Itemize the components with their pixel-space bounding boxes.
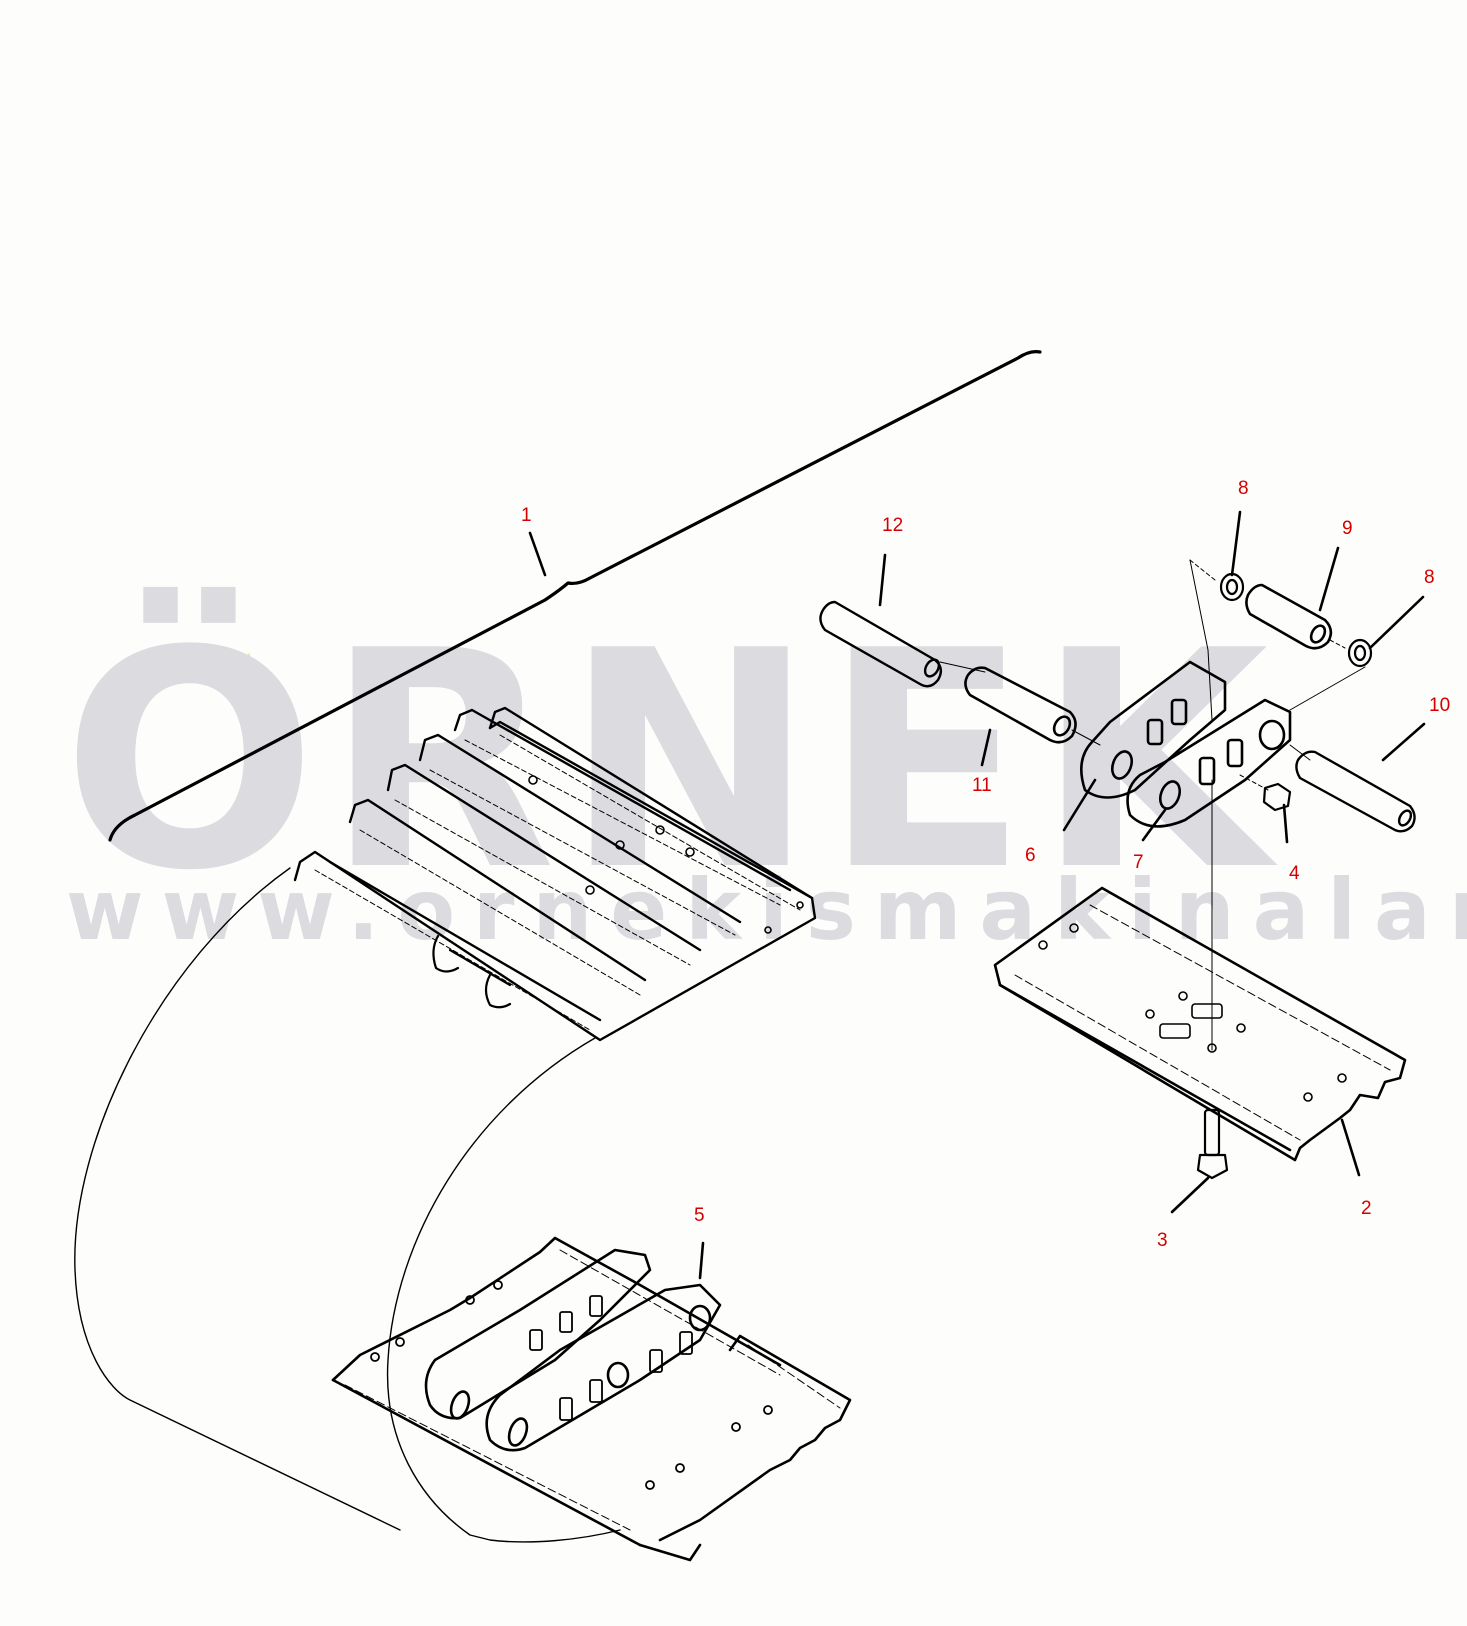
pin-right [1295,750,1416,833]
callout-12[interactable]: 12 [882,515,904,536]
pin-left [819,600,943,688]
watermark-url: www.ornekismakinalari.com.tr [66,861,1467,959]
link-right [1126,698,1292,828]
seal-right [1347,638,1373,668]
seal-upper [1219,572,1245,602]
shoe-group-upper-left [293,706,817,1042]
track-shoe [993,886,1407,1162]
callout-7[interactable]: 7 [1133,852,1144,873]
callout-2[interactable]: 2 [1361,1198,1372,1219]
chain-link-assembly [331,1236,852,1562]
shoe-bolt [1196,1108,1229,1180]
callout-9[interactable]: 9 [1342,518,1353,539]
watermark-brand: ÖRNEK [62,587,1277,936]
callout-5[interactable]: 5 [694,1205,705,1226]
callout-8-upper[interactable]: 8 [1238,478,1249,499]
track-assembly-bracket [108,350,1042,842]
leader-lines [528,510,1426,1280]
bushing [1245,583,1333,650]
callout-10[interactable]: 10 [1429,695,1451,716]
callout-4[interactable]: 4 [1289,863,1300,884]
callout-6[interactable]: 6 [1025,845,1036,866]
callout-3[interactable]: 3 [1157,1230,1168,1251]
callout-1[interactable]: 1 [521,505,532,526]
spacer-bushing [964,666,1077,744]
shoe-nut [1262,782,1292,812]
callout-11[interactable]: 11 [972,775,992,796]
assembly-guide-lines [939,559,1366,1051]
link-left [1079,660,1227,799]
callout-8-right[interactable]: 8 [1424,567,1435,588]
